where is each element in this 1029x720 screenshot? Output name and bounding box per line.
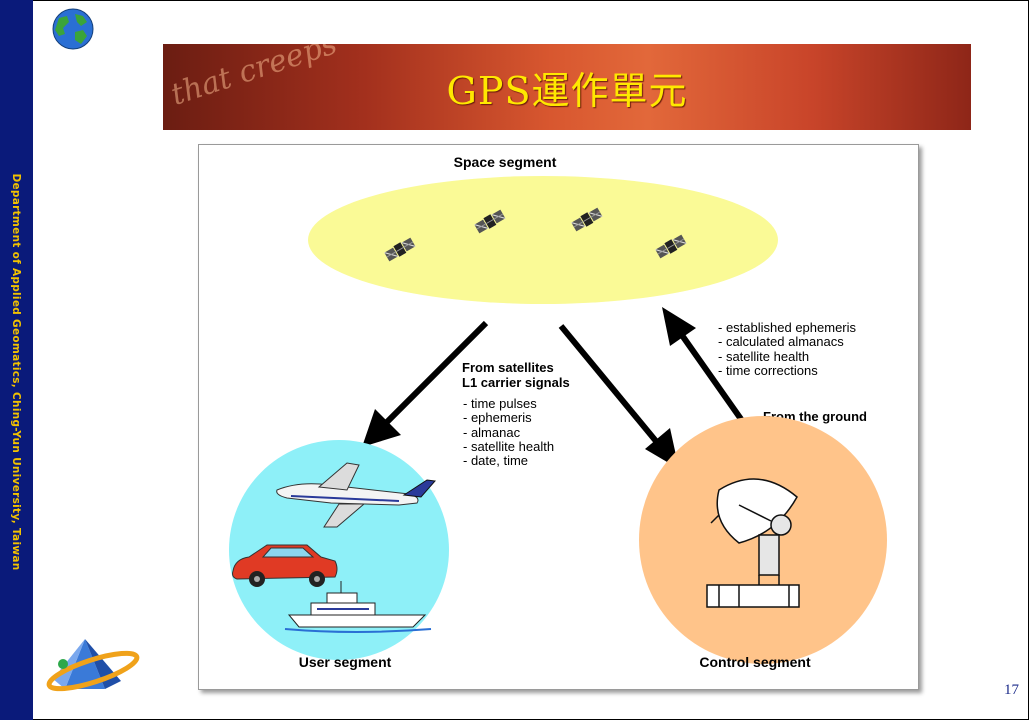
arrow-to-control — [558, 324, 679, 469]
downlink-items: - time pulses - ephemeris - almanac - sa… — [463, 396, 558, 468]
car-icon — [232, 544, 338, 587]
space-segment-ellipse — [308, 176, 778, 304]
downlink-heading: From satellites L1 carrier signals — [462, 360, 570, 390]
uplink-items: - established ephemeris - calculated alm… — [718, 320, 860, 378]
boat-icon — [284, 581, 432, 633]
globe-icon — [52, 8, 94, 50]
sidebar: Department of Applied Geomatics, Ching-Y… — [0, 0, 33, 720]
space-segment-label: Space segment — [454, 154, 557, 170]
department-label: Department of Applied Geomatics, Ching-Y… — [10, 173, 22, 571]
page-title: GPS運作單元 — [446, 69, 688, 113]
control-segment-label: Control segment — [699, 654, 811, 670]
gps-segments-diagram: Space segment From satellites L1 carrier… — [198, 144, 919, 690]
airplane-icon — [276, 462, 436, 528]
diagram-canvas: Space segment From satellites L1 carrier… — [229, 154, 887, 670]
page-number: 17 — [1004, 682, 1019, 698]
university-logo-icon — [46, 639, 140, 692]
satellite-dish-icon — [706, 478, 800, 608]
user-segment-label: User segment — [299, 654, 392, 670]
title-banner: that creeps GPS運作單元 — [163, 44, 971, 130]
arrow-to-user — [362, 320, 489, 447]
